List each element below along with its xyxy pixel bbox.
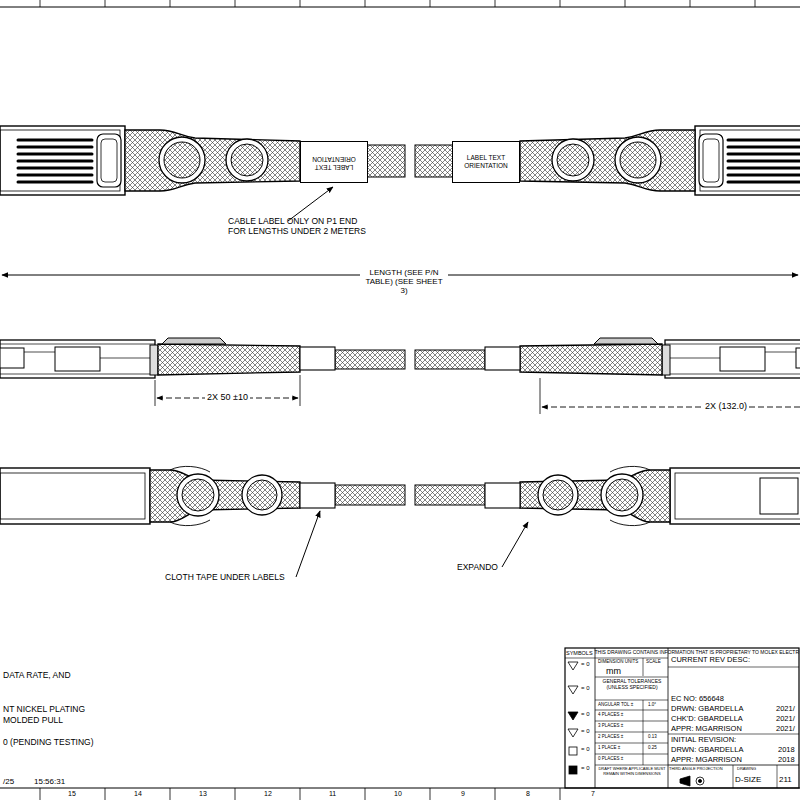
dimension-text: 2X (132.0) xyxy=(703,401,749,411)
title-block-text: 2021/ xyxy=(776,715,795,724)
dimension-text: LENGTH (SEE P/N TABLE) (SEE SHEET 3) xyxy=(360,268,448,296)
symbol-value: = 0 xyxy=(581,765,590,772)
zone-number: 10 xyxy=(394,790,402,798)
title-block-text: DRWN: GBARDELLA xyxy=(671,705,743,714)
title-block-text: 211 xyxy=(779,775,792,784)
table-cell: SCALE xyxy=(646,659,661,664)
timestamp: /25 xyxy=(3,777,14,786)
symbol-value: = 0 xyxy=(581,746,590,753)
zone-number: 7 xyxy=(591,790,595,798)
table-cell: DRAFT WHERE APPLICABLE MUST REMAIN WITHI… xyxy=(597,767,667,776)
cable-label-box: LABEL TEXT ORIENTATION xyxy=(452,141,520,183)
title-block-text: INITIAL REVISION: xyxy=(671,736,736,745)
cable-label-box: LABEL TEXT ORIENTATION xyxy=(300,141,368,183)
label-orientation-text: LABEL TEXT ORIENTATION xyxy=(307,154,361,171)
title-block-text: CHK'D: GBARDELLA xyxy=(671,715,743,724)
table-cell: ANGULAR TOL ± xyxy=(598,702,633,707)
note-text: MOLDED PULL xyxy=(3,716,63,726)
callout-text: CABLE LABEL ONLY ON P1 END FOR LENGTHS U… xyxy=(228,217,368,237)
table-cell: 3 PLACES ± xyxy=(598,723,623,728)
zone-number: 9 xyxy=(461,790,465,798)
zone-number: 14 xyxy=(134,790,142,798)
symbol-value: = 0 xyxy=(581,661,590,668)
table-cell: DIMENSION UNITS xyxy=(598,659,638,664)
title-block-text: DRAWING xyxy=(737,767,756,772)
callout-text: CLOTH TAPE UNDER LABELS xyxy=(165,573,285,583)
table-cell: 0.13 xyxy=(648,734,657,739)
title-block-text: 2021/ xyxy=(776,725,795,734)
symbol-value: = 0 xyxy=(581,728,590,735)
title-block-text: DRWN: GBARDELLA xyxy=(671,746,743,755)
symbol-value: = 0 xyxy=(581,711,590,718)
title-block-text: 2018 xyxy=(778,756,795,765)
title-block-text: THIRD ANGLE PROJECTION xyxy=(669,767,723,772)
table-cell: 0 PLACES ± xyxy=(598,756,623,761)
title-block-text: D-SIZE xyxy=(735,775,761,784)
table-header: THIS DRAWING CONTAINS INFORMATION THAT I… xyxy=(595,650,799,656)
zone-number: 13 xyxy=(199,790,207,798)
table-header: SYMBOLS xyxy=(566,650,593,656)
table-cell: 1.0° xyxy=(648,702,656,707)
table-cell: 1 PLACE ± xyxy=(598,745,620,750)
callout-text: EXPANDO xyxy=(457,563,498,573)
table-cell: 2 PLACES ± xyxy=(598,734,623,739)
zone-number: 11 xyxy=(329,790,336,798)
title-block-text: CURRENT REV DESC: xyxy=(671,656,750,665)
note-text: DATA RATE, AND xyxy=(3,671,71,681)
title-block-text: APPR: MGARRISON xyxy=(671,725,742,734)
zone-number: 15 xyxy=(68,790,76,798)
dimension-text: 2X 50 ±10 xyxy=(205,392,250,402)
title-block-text: 2018 xyxy=(778,746,795,755)
title-block-text: 2021/ xyxy=(776,705,795,714)
zone-number: 12 xyxy=(264,790,272,798)
table-cell: 4 PLACES ± xyxy=(598,712,623,717)
zone-number: 8 xyxy=(526,790,530,798)
label-orientation-text: LABEL TEXT ORIENTATION xyxy=(459,154,513,171)
table-cell: mm xyxy=(606,666,621,676)
title-block-text: APPR: MGARRISON xyxy=(671,756,742,765)
symbol-value: = 0 xyxy=(581,685,590,692)
table-cell: GENERAL TOLERANCES (UNLESS SPECIFIED) xyxy=(597,679,667,691)
note-text: NT NICKEL PLATING xyxy=(3,705,85,715)
title-block-text: EC NO: 656648 xyxy=(671,695,724,704)
table-cell: 0.25 xyxy=(648,745,657,750)
note-text: 0 (PENDING TESTING) xyxy=(3,738,94,748)
timestamp: 15:56:31 xyxy=(34,777,65,786)
